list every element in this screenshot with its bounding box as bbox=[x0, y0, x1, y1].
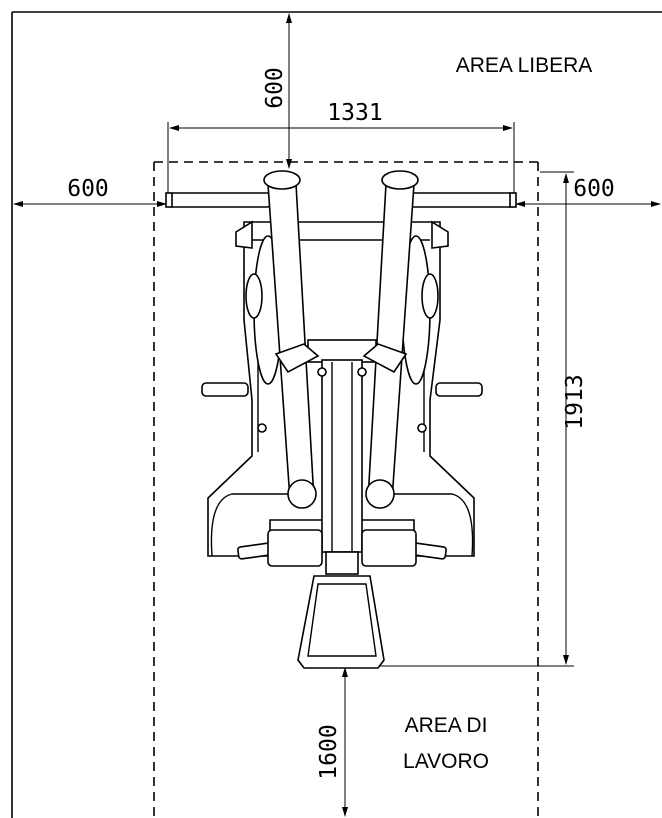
left-footrest bbox=[267, 529, 323, 567]
dim-overall-width: 1331 bbox=[327, 100, 382, 126]
dim-overall-length: 1913 bbox=[562, 374, 588, 429]
central-beam bbox=[321, 359, 363, 553]
left-arm-pivot bbox=[287, 479, 317, 509]
right-handle-cap bbox=[509, 192, 517, 208]
work-area-boundary bbox=[153, 161, 539, 818]
right-guard bbox=[384, 493, 474, 557]
dim-front-work-area: 1600 bbox=[316, 724, 342, 779]
step-platform bbox=[297, 575, 385, 669]
left-side-handle bbox=[201, 382, 249, 397]
right-side-handle bbox=[435, 382, 483, 397]
right-bracket bbox=[431, 220, 449, 249]
left-handle-cap bbox=[165, 192, 173, 208]
cross-member bbox=[307, 339, 377, 363]
left-bracket bbox=[235, 220, 253, 249]
left-guard bbox=[210, 493, 300, 557]
left-arm-cap bbox=[263, 170, 301, 190]
left-top-handle bbox=[168, 192, 272, 208]
step-neck bbox=[325, 551, 359, 575]
extension-lines bbox=[167, 122, 574, 667]
machine-top-view bbox=[165, 170, 517, 669]
dim-right-clearance: 600 bbox=[573, 176, 615, 202]
right-arm-pivot bbox=[365, 479, 395, 509]
right-linkage bbox=[362, 343, 408, 374]
free-area-frame bbox=[11, 11, 662, 818]
dim-top-clearance: 600 bbox=[262, 67, 288, 109]
work-area-label-line1: AREA DI bbox=[405, 714, 488, 737]
left-linkage bbox=[274, 343, 320, 374]
dimension-lines bbox=[13, 12, 661, 817]
left-hub bbox=[245, 273, 263, 319]
right-footrest bbox=[361, 529, 417, 567]
free-area-label: AREA LIBERA bbox=[456, 54, 593, 77]
dim-left-clearance: 600 bbox=[67, 176, 109, 202]
right-hub bbox=[421, 273, 439, 319]
work-area-label-line2: LAVORO bbox=[403, 750, 489, 773]
right-arm-cap bbox=[381, 170, 419, 190]
right-top-handle bbox=[409, 192, 515, 208]
